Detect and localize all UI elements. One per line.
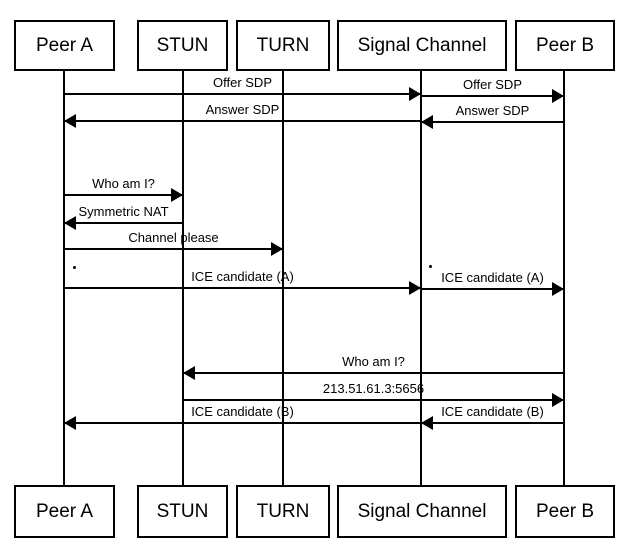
message-line bbox=[183, 399, 564, 401]
message-line bbox=[421, 288, 564, 290]
actor-box-peer-b-top: Peer B bbox=[515, 20, 615, 71]
message-label: ICE candidate (A) bbox=[191, 269, 294, 284]
message-label: Answer SDP bbox=[205, 102, 280, 117]
actor-label-peer-a: Peer A bbox=[35, 34, 94, 56]
actor-box-peer-b-bottom: Peer B bbox=[515, 485, 615, 538]
arrowhead-right-icon bbox=[271, 242, 283, 256]
actor-box-turn-top: TURN bbox=[236, 20, 330, 71]
arrowhead-left-icon bbox=[64, 216, 76, 230]
actor-box-stun-top: STUN bbox=[137, 20, 228, 71]
message-line bbox=[421, 422, 564, 424]
arrowhead-left-icon bbox=[183, 366, 195, 380]
actor-box-peer-a-bottom: Peer A bbox=[14, 485, 115, 538]
arrowhead-right-icon bbox=[552, 393, 564, 407]
actor-label-signal-channel: Signal Channel bbox=[357, 500, 487, 522]
actor-box-stun-bottom: STUN bbox=[137, 485, 228, 538]
message-line bbox=[183, 372, 564, 374]
message-line bbox=[64, 93, 421, 95]
actor-label-peer-a: Peer A bbox=[35, 500, 94, 522]
message-label: ICE candidate (B) bbox=[441, 404, 544, 419]
arrowhead-right-icon bbox=[552, 89, 564, 103]
actor-box-turn-bottom: TURN bbox=[236, 485, 330, 538]
arrowhead-right-icon bbox=[552, 282, 564, 296]
message-line bbox=[64, 248, 283, 250]
actor-box-signal-channel-bottom: Signal Channel bbox=[337, 485, 507, 538]
arrowhead-right-icon bbox=[409, 87, 421, 101]
actor-label-peer-b: Peer B bbox=[535, 34, 595, 56]
message-line bbox=[421, 121, 564, 123]
actor-box-peer-a-top: Peer A bbox=[14, 20, 115, 71]
lifeline-signal-channel bbox=[420, 71, 422, 485]
lifeline-turn bbox=[282, 71, 284, 485]
lifeline-stun bbox=[182, 71, 184, 485]
arrowhead-left-icon bbox=[64, 416, 76, 430]
dot bbox=[73, 266, 76, 269]
message-label: Offer SDP bbox=[212, 75, 272, 90]
message-line bbox=[64, 287, 421, 289]
arrowhead-right-icon bbox=[409, 281, 421, 295]
arrowhead-left-icon bbox=[421, 115, 433, 129]
actor-label-turn: TURN bbox=[256, 34, 310, 56]
message-label: 213.51.61.3:5656 bbox=[322, 381, 425, 396]
actor-label-stun: STUN bbox=[156, 500, 209, 522]
actor-label-stun: STUN bbox=[156, 34, 209, 56]
message-line bbox=[421, 95, 564, 97]
arrowhead-left-icon bbox=[64, 114, 76, 128]
message-label: Offer SDP bbox=[462, 77, 522, 92]
message-line bbox=[64, 222, 183, 224]
message-line bbox=[64, 422, 421, 424]
actor-label-turn: TURN bbox=[256, 500, 310, 522]
lifeline-peer-b bbox=[563, 71, 565, 485]
arrowhead-left-icon bbox=[421, 416, 433, 430]
message-label: Channel please bbox=[128, 230, 219, 245]
arrowhead-right-icon bbox=[171, 188, 183, 202]
lifeline-peer-a bbox=[63, 71, 65, 485]
actor-label-peer-b: Peer B bbox=[535, 500, 595, 522]
actor-label-signal-channel: Signal Channel bbox=[357, 34, 487, 56]
message-label: Who am I? bbox=[92, 176, 155, 191]
message-label: ICE candidate (B) bbox=[191, 404, 294, 419]
message-label: Symmetric NAT bbox=[78, 204, 169, 219]
message-line bbox=[64, 120, 421, 122]
message-line bbox=[64, 194, 183, 196]
dot bbox=[429, 265, 432, 268]
actor-box-signal-channel-top: Signal Channel bbox=[337, 20, 507, 71]
message-label: Answer SDP bbox=[455, 103, 530, 118]
message-label: ICE candidate (A) bbox=[441, 270, 544, 285]
message-label: Who am I? bbox=[342, 354, 405, 369]
